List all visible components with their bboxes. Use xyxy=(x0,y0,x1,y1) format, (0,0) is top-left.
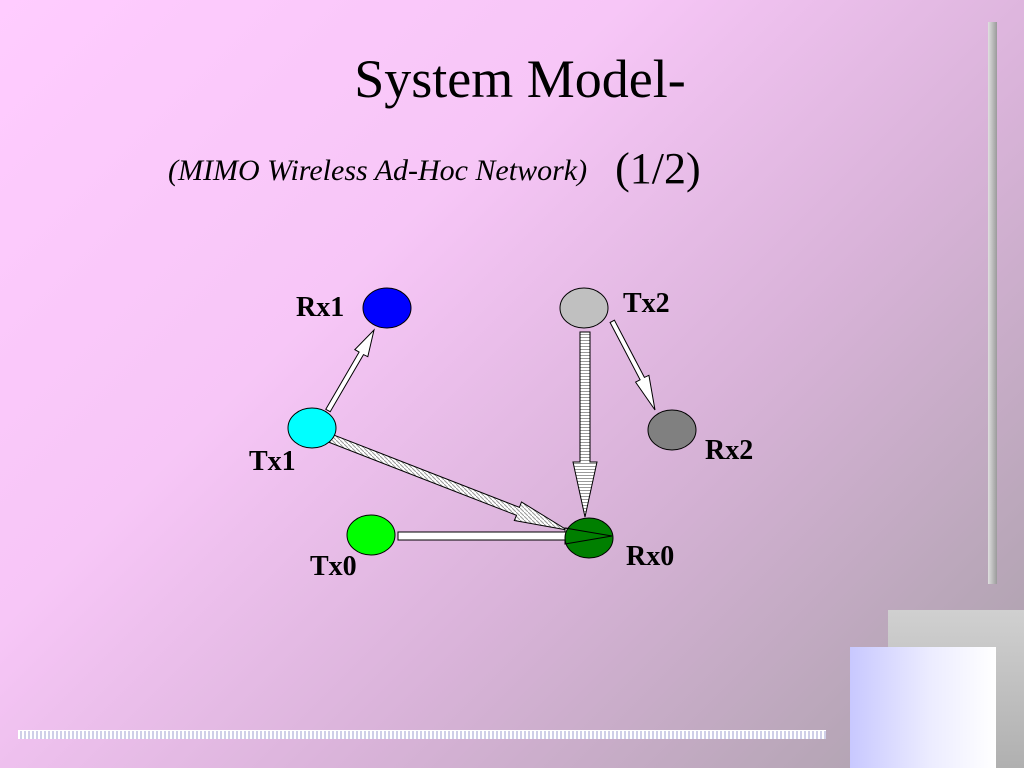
label-tx1: Tx1 xyxy=(249,446,296,477)
subtitle-network: (MIMO Wireless Ad-Hoc Network) xyxy=(168,154,588,187)
node-rx2 xyxy=(647,409,697,451)
node-tx2 xyxy=(559,287,609,329)
node-rx1 xyxy=(362,287,412,329)
arrow-tx1-to-rx1 xyxy=(325,328,375,413)
arrow-tx2-to-rx0 xyxy=(572,331,598,518)
decor-bottom-bar xyxy=(18,730,826,739)
node-tx1 xyxy=(287,407,337,449)
label-rx0: Rx0 xyxy=(626,541,675,572)
label-rx1: Rx1 xyxy=(296,292,345,323)
arrow-tx0-tip xyxy=(564,527,613,545)
label-tx2: Tx2 xyxy=(623,288,670,319)
slide-title: System Model- xyxy=(354,49,686,109)
decor-corner-light-box xyxy=(850,647,996,768)
slide-subtitle: (MIMO Wireless Ad-Hoc Network) (1/2) xyxy=(168,140,701,193)
label-tx0: Tx0 xyxy=(310,551,357,582)
decor-vertical-bar xyxy=(988,22,997,584)
subtitle-part: (1/2) xyxy=(615,144,701,193)
label-rx2: Rx2 xyxy=(705,435,754,466)
node-tx0 xyxy=(346,514,396,556)
arrow-tx1-to-rx0 xyxy=(327,433,568,531)
arrow-tx2-to-rx2 xyxy=(609,319,656,411)
node-rx0 xyxy=(564,517,614,559)
